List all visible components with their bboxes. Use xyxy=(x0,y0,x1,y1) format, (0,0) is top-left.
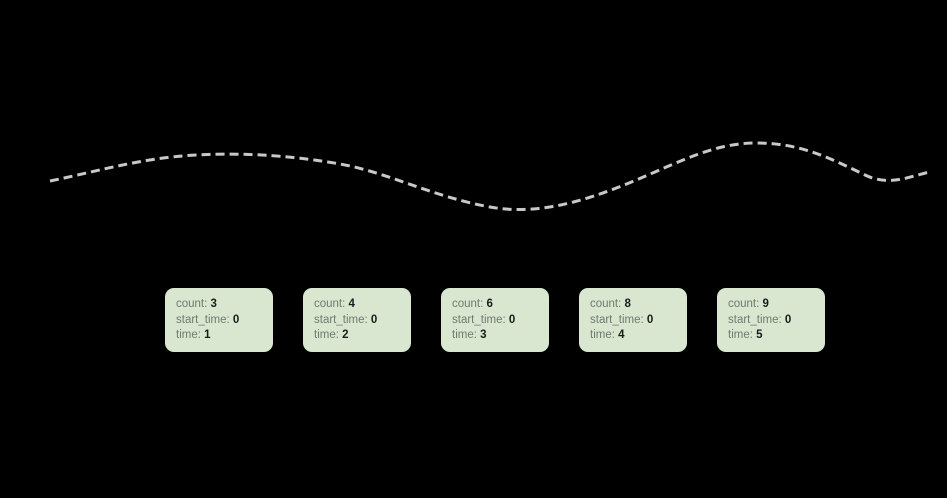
card-value-time: 4 xyxy=(618,329,625,341)
card-label-count: count: xyxy=(590,298,622,310)
card-field-count: count: 4 xyxy=(314,297,411,313)
card-field-time: time: 4 xyxy=(590,328,687,344)
card-value-start-time: 0 xyxy=(370,313,378,326)
card-value-start-time: 0 xyxy=(646,313,654,326)
card-value-count: 3 xyxy=(210,298,217,310)
card-field-time: time: 1 xyxy=(176,328,273,344)
card-label-time: time: xyxy=(176,329,201,341)
card-value-count: 9 xyxy=(762,298,769,310)
card-value-start-time: 0 xyxy=(784,313,792,326)
card-field-count: count: 9 xyxy=(728,297,825,313)
card-value-start-time: 0 xyxy=(232,313,240,326)
card-field-start-time: start_time: 0 xyxy=(452,313,549,329)
card-label-time: time: xyxy=(590,329,615,341)
card-value-count: 4 xyxy=(348,298,355,310)
card-label-count: count: xyxy=(452,298,484,310)
card-value-count: 8 xyxy=(624,298,631,310)
card-label-time: time: xyxy=(452,329,477,341)
card-value-start-time: 0 xyxy=(508,313,516,326)
dashed-trend-curve xyxy=(49,141,931,211)
card-field-count: count: 6 xyxy=(452,297,549,313)
card-field-start-time: start_time: 0 xyxy=(176,313,273,329)
card-field-time: time: 2 xyxy=(314,328,411,344)
card-field-time: time: 5 xyxy=(728,328,825,344)
card-label-start-time: start_time: xyxy=(452,313,506,326)
card-label-count: count: xyxy=(176,298,208,310)
card-label-start-time: start_time: xyxy=(728,313,782,326)
card-label-start-time: start_time: xyxy=(314,313,368,326)
card-label-start-time: start_time: xyxy=(590,313,644,326)
card-value-time: 5 xyxy=(756,329,763,341)
card-value-time: 2 xyxy=(342,329,349,341)
card-field-start-time: start_time: 0 xyxy=(314,313,411,329)
card-field-count: count: 3 xyxy=(176,297,273,313)
card-field-time: time: 3 xyxy=(452,328,549,344)
card-label-count: count: xyxy=(728,298,760,310)
card-field-count: count: 8 xyxy=(590,297,687,313)
card-label-start-time: start_time: xyxy=(176,313,230,326)
card-label-count: count: xyxy=(314,298,346,310)
card-value-count: 6 xyxy=(486,298,493,310)
card-value-time: 1 xyxy=(204,329,211,341)
card-field-start-time: start_time: 0 xyxy=(728,313,825,329)
card-label-time: time: xyxy=(728,329,753,341)
card-label-time: time: xyxy=(314,329,339,341)
card-value-time: 3 xyxy=(480,329,487,341)
card-field-start-time: start_time: 0 xyxy=(590,313,687,329)
